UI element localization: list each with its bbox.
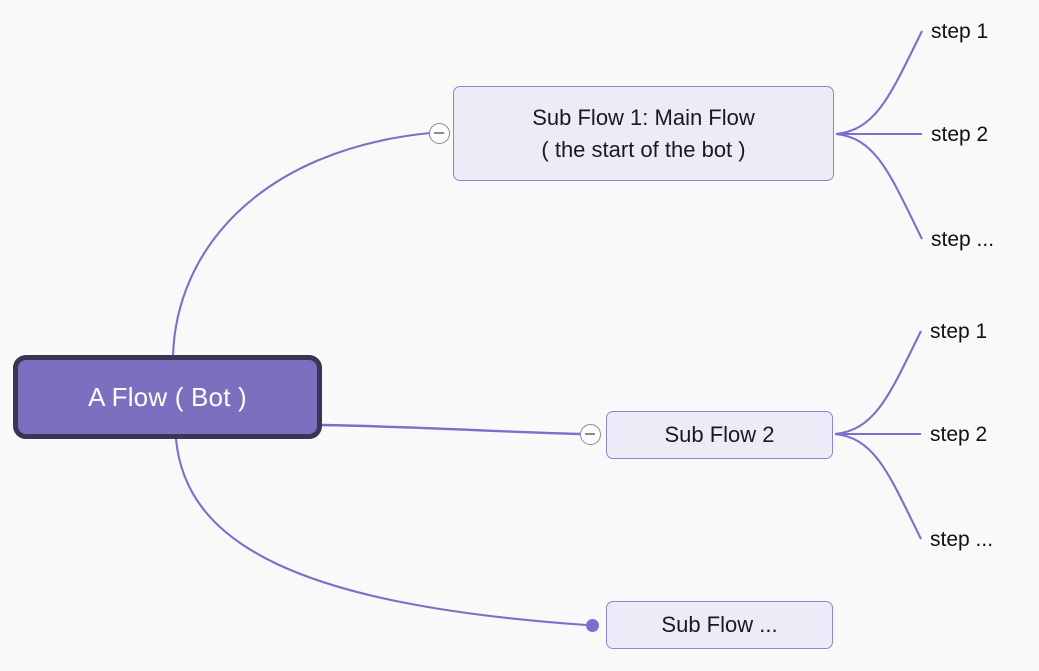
root-node-a-flow-bot[interactable]: A Flow ( Bot )	[13, 355, 322, 439]
collapse-toggle-sub-flow-1[interactable]	[429, 123, 450, 144]
edge-sub-flow-1-to-step-3	[835, 132, 923, 240]
edge-sub-flow-2-to-step-1	[834, 330, 922, 436]
leaf-label-sub-flow-1-step-3[interactable]: step ...	[931, 228, 995, 251]
branch-node-sub-flow-2[interactable]: Sub Flow 2	[606, 411, 833, 459]
leaf-label-sub-flow-1-step-1[interactable]: step 1	[931, 20, 989, 43]
leaf-label-sub-flow-2-step-3[interactable]: step ...	[930, 528, 994, 551]
edge-sub-flow-2-to-step-3	[834, 432, 922, 540]
leaf-label-sub-flow-2-step-1[interactable]: step 1	[930, 320, 988, 343]
branch-node-sub-flow-1[interactable]: Sub Flow 1: Main Flow ( the start of the…	[453, 86, 834, 181]
edge-root-to-sub-flow-2	[321, 423, 581, 436]
expand-dot-sub-flow-more[interactable]	[586, 619, 599, 632]
collapse-toggle-sub-flow-2[interactable]	[580, 424, 601, 445]
leaf-label-sub-flow-1-step-2[interactable]: step 2	[931, 123, 989, 146]
branch-node-sub-flow-more[interactable]: Sub Flow ...	[606, 601, 833, 649]
leaf-label-sub-flow-2-step-2[interactable]: step 2	[930, 423, 988, 446]
edge-root-to-sub-flow-more	[174, 438, 587, 627]
edge-sub-flow-1-to-step-1	[835, 30, 923, 136]
edge-root-to-sub-flow-1	[171, 131, 431, 357]
